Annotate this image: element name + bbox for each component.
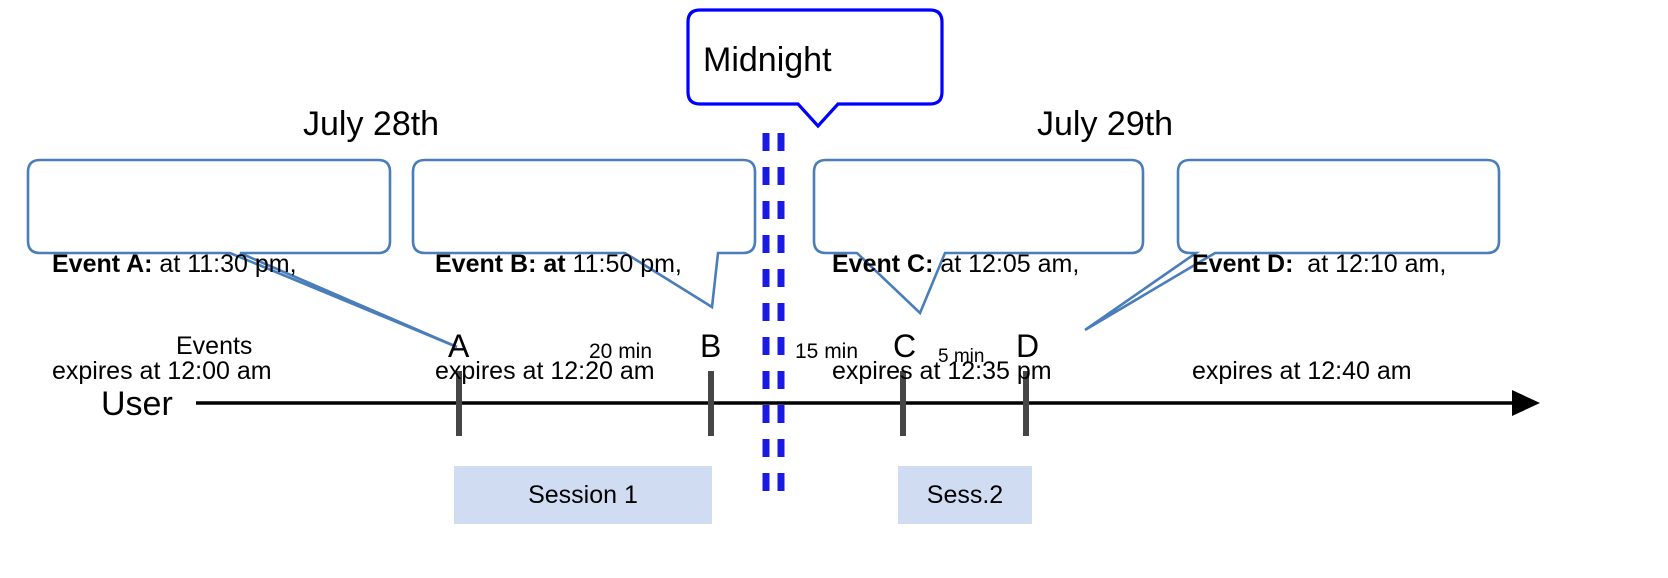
date-label-july-28: July 28th [303,105,440,143]
events-row-label: Events [176,332,253,360]
event-marker-b-letter: B [700,328,722,364]
event-a-title: Event A: [52,250,153,278]
event-c-callout-text: Event C: at 12:05 am, expires at 12:35 p… [832,176,1079,460]
event-marker-c-letter: C [893,328,917,364]
date-label-july-29: July 29th [1037,105,1174,143]
interval-label-5min: 5 min [938,346,985,367]
event-b-callout-text: Event B: at 11:50 pm, expires at 12:20 a… [435,176,682,460]
midnight-label: Midnight [703,41,832,79]
event-d-callout-shape[interactable] [1084,158,1501,332]
event-d-line2: expires at 12:40 am [1192,356,1412,385]
event-b-line1: 11:50 pm, [565,250,682,278]
event-d-title: Event D: [1192,250,1294,278]
session-box-1[interactable]: Session 1 [454,466,712,524]
event-b-callout-shape[interactable] [411,158,757,310]
session-box-2[interactable]: Sess.2 [898,466,1032,524]
event-a-line1: at 11:30 pm, [152,250,297,278]
event-d-line1: at 12:10 am, [1293,250,1447,278]
event-c-line1: at 12:05 am, [933,250,1080,278]
event-a-callout-text: Event A: at 11:30 pm, expires at 12:00 a… [52,176,297,460]
midnight-callout-shape[interactable] [686,8,944,129]
user-row-label: User [101,385,173,423]
event-b-line2: expires at 12:20 am [435,356,655,385]
session-1-label: Session 1 [528,480,638,509]
event-marker-a-letter: A [448,328,470,364]
timeline-arrow-head [1512,390,1540,416]
event-c-callout-shape[interactable] [812,158,1145,316]
session-2-label: Sess.2 [926,480,1004,509]
event-a-line2: expires at 12:00 am [52,356,272,385]
event-c-line2: expires at 12:35 pm [832,356,1052,385]
interval-label-15min: 15 min [795,340,859,363]
event-b-title: Event B: [435,250,537,278]
event-b-title-extra: at [536,250,566,278]
event-d-callout-text: Event D: at 12:10 am, expires at 12:40 a… [1192,176,1446,460]
event-marker-d-letter: D [1016,328,1040,364]
interval-label-20min: 20 min [589,340,653,363]
event-c-title: Event C: [832,250,934,278]
event-a-callout-shape[interactable] [26,158,458,349]
